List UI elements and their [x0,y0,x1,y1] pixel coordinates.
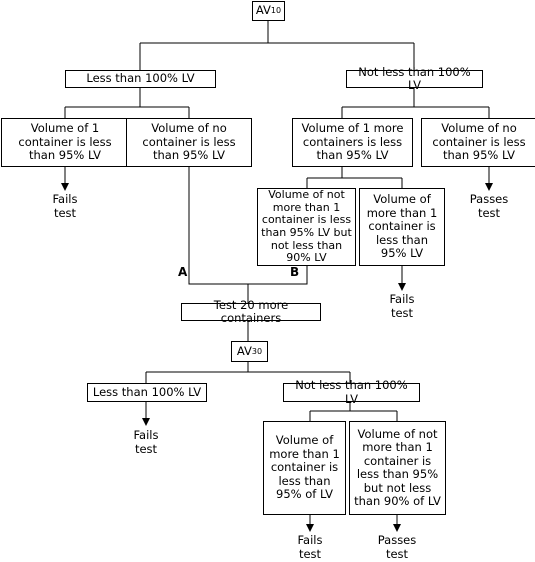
fails-test-label-3: Fails test [133,428,159,456]
passes-test-label-1: Passes test [469,192,509,220]
passes-test-label-2: Passes test [377,533,417,561]
volume-no-container-right-node: Volume of no container is less than 95% … [421,118,535,167]
av30-sub: 30 [251,346,263,356]
fails-test-label-4: Fails test [297,533,323,561]
volume-not-more-than-1-b-node: Volume of not more than 1 container is l… [349,421,446,515]
volume-no-container-left-node: Volume of no container is less than 95% … [126,118,252,167]
test-20-containers-node: Test 20 more containers [181,298,321,325]
not-less-than-100-b-node: Not less than 100% LV [283,378,420,405]
not-less-than-100-node: Not less than 100% LV [346,65,483,92]
less-than-100-b-node: Less than 100% LV [87,383,207,402]
marker-a: A [178,265,188,279]
volume-more-than-1-node: Volume of more than 1 container is less … [359,188,445,266]
volume-1-container-node: Volume of 1 container is less than 95% L… [1,118,129,167]
av30-label: AV [236,343,252,358]
less-than-100-node: Less than 100% LV [65,70,216,88]
fails-test-label-2: Fails test [389,292,415,320]
volume-not-more-than-1-node: Volume of not more than 1 container is l… [257,188,356,266]
av10-sub: 10 [270,6,282,16]
volume-more-than-1-b-node: Volume of more than 1 container is less … [263,421,346,515]
volume-1-more-containers-node: Volume of 1 more containers is less than… [292,118,413,167]
marker-b: B [290,265,300,279]
fails-test-label-1: Fails test [52,192,78,220]
av10-label: AV [255,3,271,18]
